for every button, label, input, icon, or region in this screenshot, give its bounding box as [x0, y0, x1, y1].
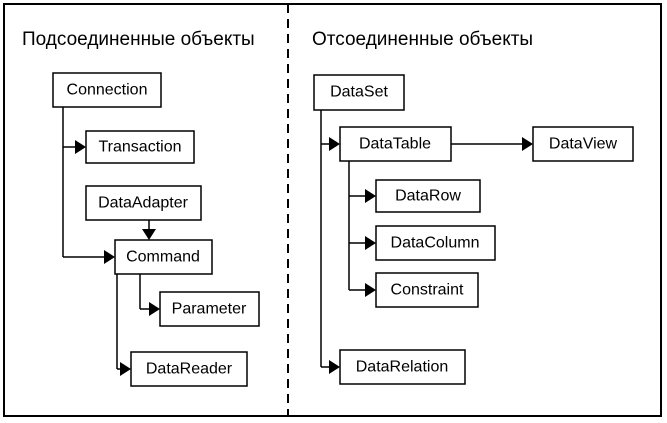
node-connection-label: Connection	[67, 82, 148, 99]
node-datatable-label: DataTable	[359, 136, 431, 153]
node-datareader-label: DataReader	[146, 361, 233, 378]
node-dataadapter: DataAdapter	[85, 185, 202, 221]
node-command: Command	[114, 239, 213, 275]
node-constraint: Constraint	[375, 272, 479, 308]
datacolumn-arrowhead	[365, 236, 376, 250]
outer-frame	[3, 3, 662, 417]
node-dataadapter-label: DataAdapter	[98, 195, 189, 212]
node-parameter: Parameter	[159, 291, 260, 327]
datarelation-arrowhead	[329, 360, 340, 374]
node-transaction: Transaction	[85, 130, 195, 164]
disconnected-objects-header: Отсоединенные объекты	[312, 29, 533, 50]
command-arrowhead	[104, 250, 115, 264]
node-datarow: DataRow	[375, 179, 481, 213]
datareader-arrowhead	[120, 362, 131, 376]
dataadapter-arrowhead	[142, 229, 156, 240]
node-datareader: DataReader	[130, 351, 248, 387]
node-parameter-label: Parameter	[172, 301, 247, 318]
node-datarelation-label: DataRelation	[356, 359, 449, 376]
node-datarelation: DataRelation	[339, 349, 466, 385]
parameter-arrowhead	[149, 302, 160, 316]
node-dataview-label: DataView	[549, 136, 618, 153]
datatable-arrowhead	[329, 137, 340, 151]
connected-objects-header: Подсоединенные объекты	[22, 29, 255, 50]
node-datacolumn: DataColumn	[375, 225, 496, 261]
node-datacolumn-label: DataColumn	[391, 235, 480, 252]
node-datarow-label: DataRow	[395, 188, 461, 205]
node-connection: Connection	[52, 72, 162, 108]
node-datatable: DataTable	[339, 126, 452, 162]
constraint-arrowhead	[365, 283, 376, 297]
datarow-arrowhead	[365, 189, 376, 203]
node-transaction-label: Transaction	[99, 139, 182, 156]
node-dataview: DataView	[532, 126, 634, 162]
node-dataset: DataSet	[313, 74, 405, 111]
dataview-arrowhead	[522, 137, 533, 151]
node-command-label: Command	[126, 249, 200, 266]
node-dataset-label: DataSet	[330, 84, 388, 101]
node-constraint-label: Constraint	[391, 282, 464, 299]
transaction-arrowhead	[75, 140, 86, 154]
